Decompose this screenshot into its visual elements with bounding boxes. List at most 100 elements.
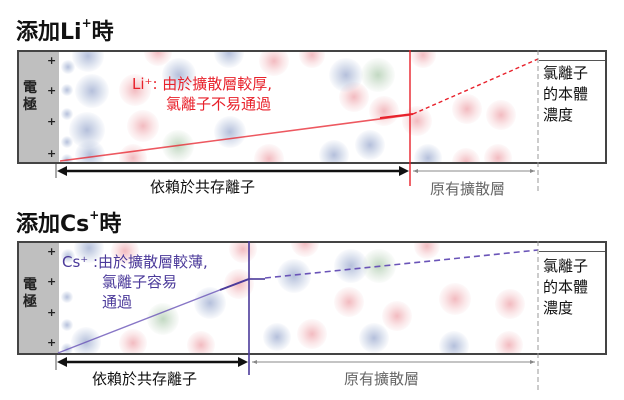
ion-red xyxy=(127,110,159,142)
ion-red xyxy=(495,289,525,319)
coexisting-ion-label: 依賴於共存離子 xyxy=(92,370,198,388)
original-diffusion-layer-label: 原有擴散層 xyxy=(430,180,506,198)
electrode: 電極 + + + + xyxy=(19,243,59,353)
bulk-concentration-panel: 氯離子 的本體 濃度 xyxy=(539,60,605,162)
ion-blue xyxy=(414,144,442,162)
ion-red xyxy=(254,144,284,162)
ion-red xyxy=(259,52,289,76)
bulk-label-line: 濃度 xyxy=(543,299,574,317)
ion-blue xyxy=(75,74,109,108)
annotation-line: Cs⁺ :由於擴散層較薄, xyxy=(62,253,208,271)
title-charge: + xyxy=(89,208,100,222)
bulk-label-line: 氯離子 xyxy=(543,257,589,275)
original-diffusion-layer-label: 原有擴散層 xyxy=(344,370,420,388)
ion-blue xyxy=(61,136,73,148)
ion-red xyxy=(144,52,172,66)
bulk-label-line: 的本體 xyxy=(543,85,589,103)
li-profile-lines xyxy=(55,50,539,192)
ion-blue xyxy=(194,287,226,319)
ion-red xyxy=(452,94,482,124)
plus-charge-icon: + xyxy=(47,54,57,67)
ion-red xyxy=(291,243,319,257)
plus-charge-icon: + xyxy=(47,275,57,288)
ion-blue xyxy=(61,319,73,331)
ion-blue xyxy=(71,327,101,353)
title-suffix: 時 xyxy=(91,20,114,45)
ion-blue xyxy=(329,58,363,92)
ion-blue xyxy=(359,323,389,353)
ion-red xyxy=(119,144,147,162)
annotation-line: 氯離子容易 xyxy=(102,273,178,291)
ion-blue xyxy=(61,154,73,162)
bulk-concentration-panel: 氯離子 的本體 濃度 xyxy=(539,251,605,353)
ion-blue xyxy=(61,291,73,303)
ion-red xyxy=(369,96,399,126)
annotation-line: 氯離子不易通過 xyxy=(166,95,272,113)
plus-charge-icon: + xyxy=(47,115,57,128)
ion-blue xyxy=(334,249,368,283)
ion-red xyxy=(297,319,327,349)
bulk-label-line: 氯離子 xyxy=(543,64,589,82)
title-suffix: 時 xyxy=(99,212,122,237)
ion-red xyxy=(187,331,215,353)
title-prefix: 添加 xyxy=(16,212,61,237)
ion-red xyxy=(402,106,432,136)
ion-blue xyxy=(61,84,73,96)
ion-red xyxy=(495,331,523,353)
plus-charge-icon: + xyxy=(47,336,57,349)
electrode-label: 電極 xyxy=(23,277,37,310)
ion-blue xyxy=(439,331,469,353)
ion-blue xyxy=(214,116,246,148)
ion-green xyxy=(361,58,395,92)
ion-blue xyxy=(72,52,104,72)
ion-red xyxy=(119,329,147,353)
ion-blue xyxy=(61,60,75,74)
ion-red xyxy=(410,52,436,68)
ion-red xyxy=(452,148,480,162)
ion-blue xyxy=(277,259,311,293)
li-panel: 添加Li+時 電極 xyxy=(16,14,607,198)
plus-charge-icon: + xyxy=(47,306,57,319)
title-ion: Cs xyxy=(60,212,90,237)
ion-blue xyxy=(319,140,349,162)
plus-charge-icon: + xyxy=(47,147,57,160)
cs-annotation: Cs⁺ :由於擴散層較薄, 氯離子容易 通過 xyxy=(62,252,208,312)
li-annotation: Li⁺: 由於擴散層較厚, 氯離子不易通過 xyxy=(132,74,272,114)
ion-red xyxy=(119,74,151,106)
ion-red xyxy=(486,100,516,130)
ion-blue xyxy=(74,243,104,263)
annotation-line: Li⁺: 由於擴散層較厚, xyxy=(132,75,273,93)
li-panel-title: 添加Li+時 xyxy=(16,14,114,46)
cs-diffusion-box: 電極 + + + + 氯離子 的本體 濃度 xyxy=(17,241,607,355)
ion-blue xyxy=(61,108,73,120)
title-prefix: 添加 xyxy=(16,20,61,45)
ion-red xyxy=(439,283,471,315)
ion-red xyxy=(111,243,139,265)
ion-blue xyxy=(355,130,385,160)
ion-red xyxy=(299,52,325,68)
ion-blue xyxy=(61,249,75,263)
title-ion: Li xyxy=(60,20,82,45)
cs-panel-title: 添加Cs+時 xyxy=(16,206,121,238)
plus-charge-icon: + xyxy=(47,245,57,258)
ion-red xyxy=(229,243,257,263)
cs-panel: 添加Cs+時 電極 + + + + xyxy=(0,200,624,400)
plus-charge-icon: + xyxy=(47,84,57,97)
electrode: 電極 + + + + xyxy=(19,52,59,162)
ion-blue xyxy=(214,52,244,68)
ion-blue xyxy=(162,58,196,92)
ion-red xyxy=(484,144,512,162)
bulk-label-line: 的本體 xyxy=(543,278,589,296)
ion-red xyxy=(334,287,364,317)
ion-blue xyxy=(263,323,291,351)
li-diffusion-box: 電極 + + + + 氯離子 的本體 濃度 xyxy=(17,50,607,164)
electrode-label: 電極 xyxy=(23,80,37,113)
ion-red xyxy=(414,243,440,259)
ion-blue xyxy=(61,343,73,353)
ion-red xyxy=(382,301,412,331)
coexisting-ion-label: 依賴於共存離子 xyxy=(150,178,256,196)
bulk-label-line: 濃度 xyxy=(543,106,574,124)
annotation-line: 通過 xyxy=(102,293,133,311)
cs-profile-lines xyxy=(55,241,539,390)
title-charge: + xyxy=(81,16,92,30)
